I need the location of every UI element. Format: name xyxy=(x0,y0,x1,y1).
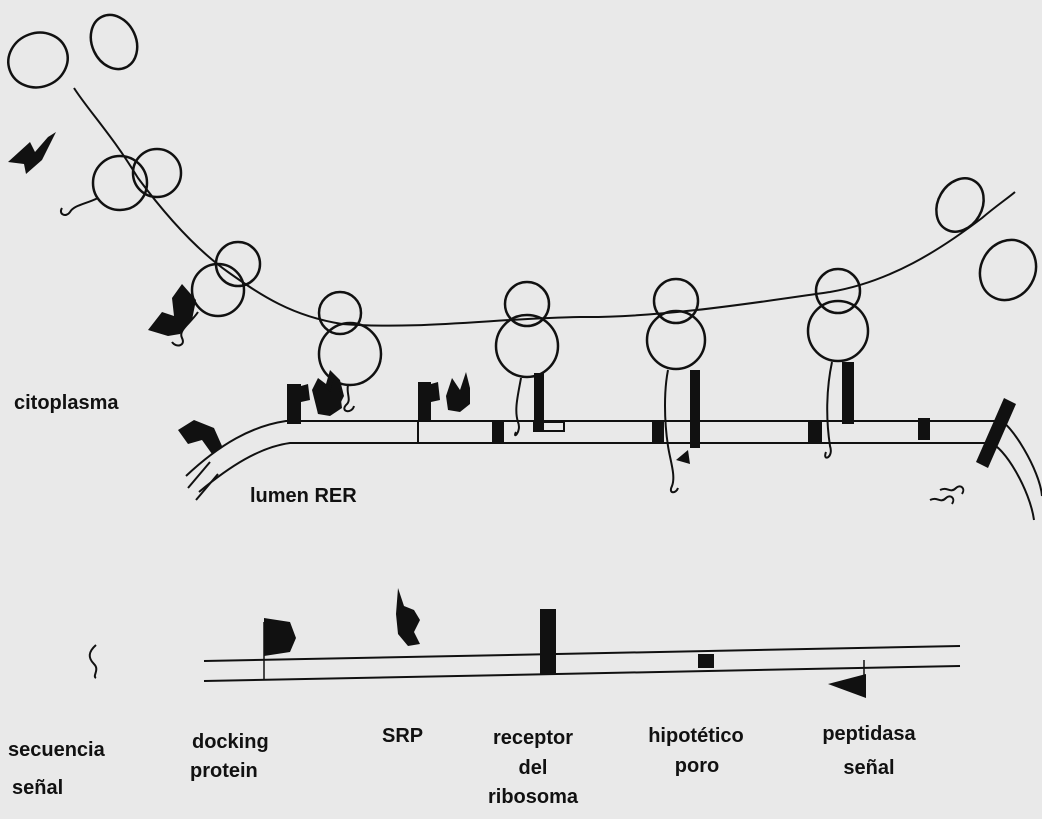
legend-ribosome-receptor-icon xyxy=(540,609,556,675)
legend-label-line2: del xyxy=(519,757,548,779)
legend-label-srp: SRP xyxy=(382,725,423,747)
legend-label-line1: peptidasa xyxy=(822,723,916,745)
label-cytoplasm: citoplasma xyxy=(14,392,119,414)
legend-label-line2: señal xyxy=(12,777,63,799)
legend-hypothetical-pore-icon xyxy=(698,654,714,668)
legend-label-line1: docking xyxy=(192,731,269,753)
label-lumen: lumen RER xyxy=(250,485,357,507)
legend-label-line2: protein xyxy=(190,760,258,782)
legend-label-line3: ribosoma xyxy=(488,786,579,808)
legend-label-line1: receptor xyxy=(493,727,573,749)
legend-label-line1: secuencia xyxy=(8,739,106,761)
legend-label-line2: poro xyxy=(675,755,719,777)
ribosome-receptor-5 xyxy=(690,370,700,448)
legend-label-line1: SRP xyxy=(382,725,423,747)
ribosome-receptor-6 xyxy=(842,362,854,424)
legend-label-line1: hipotético xyxy=(648,725,744,747)
legend-label-line2: señal xyxy=(843,757,894,779)
